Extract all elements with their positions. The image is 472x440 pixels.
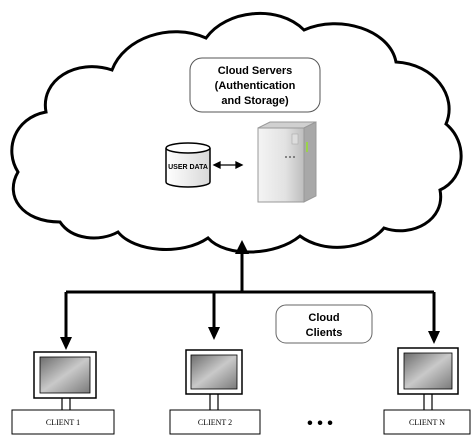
client-1-label: CLIENT 1 [46,418,80,427]
client-2-label-box [169,409,261,435]
database-icon [165,142,211,188]
client-2-monitor-icon [185,349,243,410]
uplink-arrowhead [235,240,249,254]
client-1-arrowhead [60,337,72,350]
cloud-clients-line2: Clients [306,327,343,339]
client-n-label-box [383,409,471,435]
cloud-clients-box [275,304,373,344]
client-n-label: CLIENT N [409,418,445,427]
cloud-servers-box [189,57,321,113]
client-n-arrowhead [428,331,440,344]
double-arrow-icon [212,160,244,170]
user-data-label: USER DATA [168,164,208,171]
cloud-servers-subtitle-line2: and Storage) [221,95,289,107]
more-clients-ellipsis: • • • [307,415,333,432]
server-icon [257,121,317,203]
client-1-monitor-icon [33,351,97,410]
cloud-clients-line1: Cloud [308,312,339,324]
cloud-servers-subtitle-line1: (Authentication [215,80,296,92]
client-2-arrowhead [208,327,220,340]
client-1-label-box [11,409,115,435]
cloud-servers-title: Cloud Servers [218,65,293,77]
cloud-shape [10,11,463,254]
client-2-label: CLIENT 2 [198,418,232,427]
client-n-monitor-icon [397,347,459,410]
